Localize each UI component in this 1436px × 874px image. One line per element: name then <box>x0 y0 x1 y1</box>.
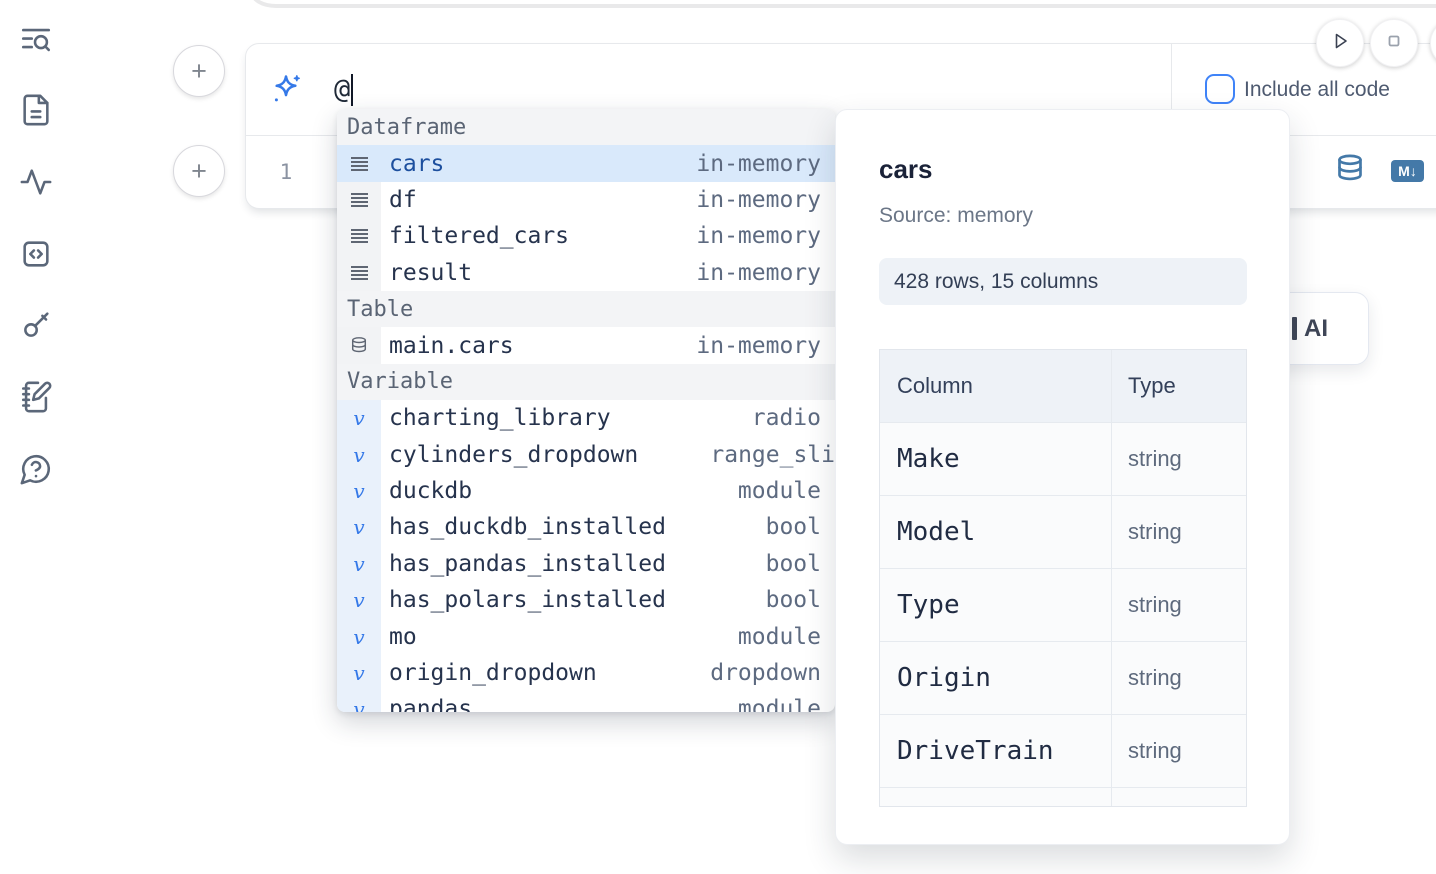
dataframe-icon <box>337 181 381 219</box>
preview-source: Source: memory <box>879 204 1034 227</box>
table-row: DriveTrain string <box>880 715 1246 788</box>
key-icon <box>19 312 53 346</box>
sparkles-icon <box>268 72 304 108</box>
dataframe-preview-panel: cars Source: memory 428 rows, 15 columns… <box>835 109 1290 845</box>
preview-title: cars <box>879 154 933 184</box>
autocomplete-item-filtered-cars[interactable]: filtered_cars in-memory <box>337 218 835 255</box>
sidebar-item-table-of-contents[interactable] <box>19 23 53 57</box>
sidebar-item-tracebacks[interactable] <box>19 165 53 199</box>
table-row <box>880 788 1246 806</box>
autocomplete-item-result[interactable]: result in-memory <box>337 254 835 291</box>
include-all-code-label: Include all code <box>1244 77 1390 101</box>
code-editor-row[interactable]: 1 M↓ <box>246 136 1436 207</box>
autocomplete-item-cylinders-dropdown[interactable]: v cylinders_dropdown range_sli <box>337 436 835 473</box>
autocomplete-item-main-cars[interactable]: main.cars in-memory <box>337 327 835 364</box>
autocomplete-item-cars[interactable]: cars in-memory <box>337 145 835 182</box>
text-cursor <box>351 73 354 106</box>
autocomplete-item-pandas[interactable]: v pandas module <box>337 691 835 712</box>
autocomplete-item-has-polars-installed[interactable]: v has_polars_installed bool <box>337 582 835 619</box>
variable-icon: v <box>337 472 381 510</box>
autocomplete-section-header: Dataframe <box>337 109 835 146</box>
help-chat-icon <box>19 454 53 490</box>
schema-header-row: Column Type <box>880 350 1246 423</box>
ai-prompt-input[interactable]: @ <box>334 44 354 135</box>
variable-icon: v <box>337 400 381 437</box>
variable-icon: v <box>337 654 381 692</box>
sidebar-item-secrets[interactable] <box>19 308 53 342</box>
sidebar-item-files[interactable] <box>19 93 53 127</box>
variable-icon: v <box>337 545 381 583</box>
divider <box>1171 44 1172 135</box>
line-number: 1 <box>279 159 293 184</box>
table-row: Origin string <box>880 642 1246 715</box>
dataframe-icon <box>337 254 381 291</box>
table-row: Type string <box>880 569 1246 642</box>
autocomplete-item-origin-dropdown[interactable]: v origin_dropdown dropdown <box>337 654 835 692</box>
file-text-icon <box>19 94 53 131</box>
play-icon <box>1328 29 1352 58</box>
shape-badge: 428 rows, 15 columns <box>879 258 1247 305</box>
add-cell-below-button[interactable]: + <box>173 145 225 197</box>
variable-icon: v <box>337 436 381 473</box>
autocomplete-item-has-duckdb-installed[interactable]: v has_duckdb_installed bool <box>337 509 835 546</box>
activity-icon <box>19 169 53 203</box>
autocomplete-item-df[interactable]: df in-memory <box>337 181 835 219</box>
autocomplete-item-mo[interactable]: v mo module <box>337 618 835 655</box>
autocomplete-dropdown: Dataframe cars in-memory df in-memory fi… <box>337 109 835 712</box>
schema-table: Column Type Make string Model string Typ… <box>879 349 1247 807</box>
table-row: Model string <box>880 496 1246 569</box>
sidebar-item-scratchpad[interactable] <box>19 380 53 414</box>
sidebar-item-snippets[interactable] <box>19 237 53 271</box>
add-cell-above-button[interactable]: + <box>173 45 225 97</box>
database-icon <box>337 327 381 364</box>
autocomplete-item-charting-library[interactable]: v charting_library radio <box>337 400 835 437</box>
variable-icon: v <box>337 509 381 546</box>
autocomplete-section-header: Table <box>337 290 835 328</box>
autocomplete-item-has-pandas-installed[interactable]: v has_pandas_installed bool <box>337 545 835 583</box>
code-snippet-icon <box>19 241 53 275</box>
previous-cell-edge <box>250 0 1436 8</box>
variable-icon: v <box>337 691 381 712</box>
stop-cell-button[interactable] <box>1370 19 1418 67</box>
text-search-icon <box>19 28 53 61</box>
datasource-icon[interactable] <box>1336 154 1364 186</box>
sidebar-item-help[interactable] <box>19 452 53 486</box>
column-header: Column <box>880 350 1112 422</box>
table-row: Make string <box>880 423 1246 496</box>
autocomplete-section-header: Variable <box>337 363 835 401</box>
autocomplete-item-duckdb[interactable]: v duckdb module <box>337 472 835 510</box>
run-cell-button[interactable] <box>1316 19 1364 67</box>
markdown-icon[interactable]: M↓ <box>1391 160 1424 182</box>
variable-icon: v <box>337 618 381 655</box>
include-all-code-checkbox[interactable] <box>1205 74 1235 104</box>
type-header: Type <box>1128 373 1176 398</box>
notebook-pen-icon <box>19 381 53 418</box>
stop-icon <box>1382 29 1406 58</box>
variable-icon: v <box>337 582 381 619</box>
partial-letter <box>1292 317 1297 340</box>
dataframe-icon <box>337 145 381 182</box>
dataframe-icon <box>337 218 381 255</box>
